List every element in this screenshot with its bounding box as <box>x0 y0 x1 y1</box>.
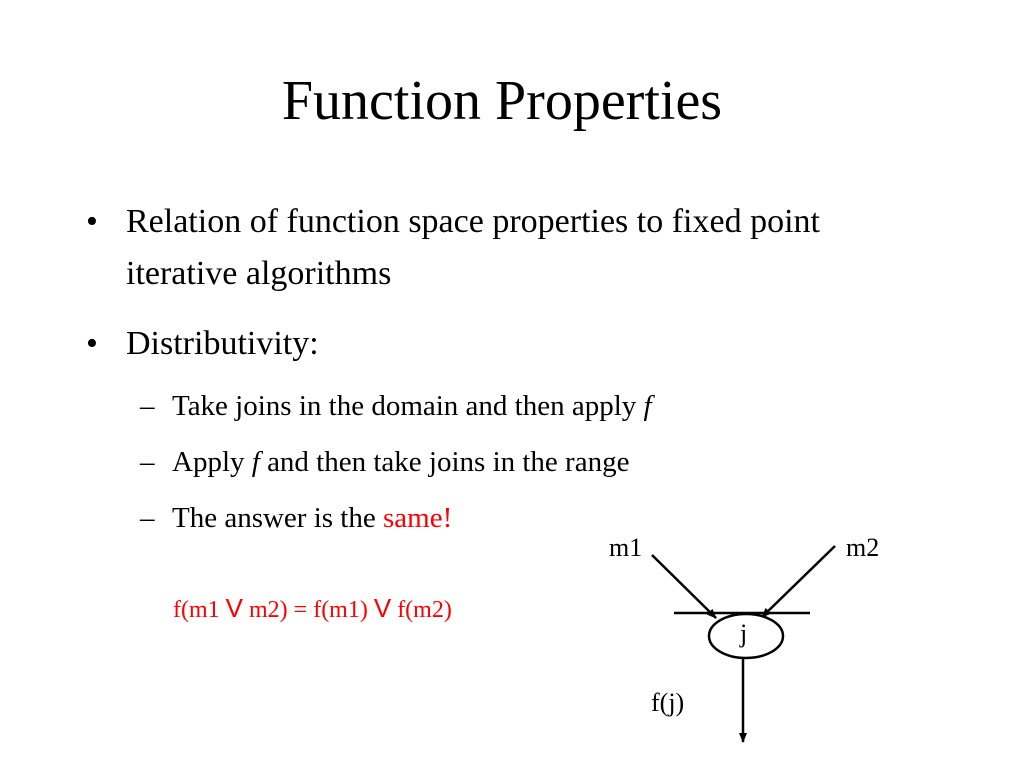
arrow-m2 <box>761 545 836 618</box>
equation-part: m2) = f(m1) <box>243 597 374 623</box>
bullet-text: Relation of function space properties to… <box>126 203 820 292</box>
arrow-m1 <box>651 554 717 619</box>
subbullet-marker: – <box>140 502 155 534</box>
function-symbol: f <box>643 390 652 422</box>
label-m2: m2 <box>846 533 880 562</box>
subbullet-text: Take joins in the domain and then apply <box>172 390 644 422</box>
subbullet-text: Apply <box>172 446 252 478</box>
join-operator: V <box>225 593 243 623</box>
slide-title: Function Properties <box>281 70 723 132</box>
subbullet-text-rest: and then take joins in the range <box>259 446 630 478</box>
subbullet-join-domain: –Take joins in the domain and then apply… <box>140 386 880 426</box>
subbullet-marker: – <box>140 446 155 478</box>
join-operator: V <box>373 593 392 623</box>
equation-part: f(m2) <box>391 597 452 623</box>
label-m1: m1 <box>609 533 643 562</box>
same-highlight: same! <box>383 502 453 534</box>
subbullet-text: The answer is the <box>172 502 383 534</box>
node-j-label: j <box>740 619 748 648</box>
bullet-distributivity: • Distributivity: <box>86 318 886 370</box>
distributivity-equation: f(m1 V m2) = f(m1) V f(m2) <box>173 590 452 628</box>
subbullet-marker: – <box>140 390 155 422</box>
subbullet-apply-first: –Apply f and then take joins in the rang… <box>140 442 880 482</box>
bullet-relation: • Relation of function space properties … <box>86 196 886 300</box>
equation-part: f(m1 <box>173 597 226 623</box>
function-symbol: f <box>251 446 260 478</box>
bullet-marker: • <box>86 325 98 362</box>
label-output: f(j) <box>651 688 685 717</box>
bullet-marker: • <box>86 203 98 240</box>
subbullet-same-answer: –The answer is the same! <box>140 498 880 538</box>
bullet-text: Distributivity: <box>126 325 319 362</box>
